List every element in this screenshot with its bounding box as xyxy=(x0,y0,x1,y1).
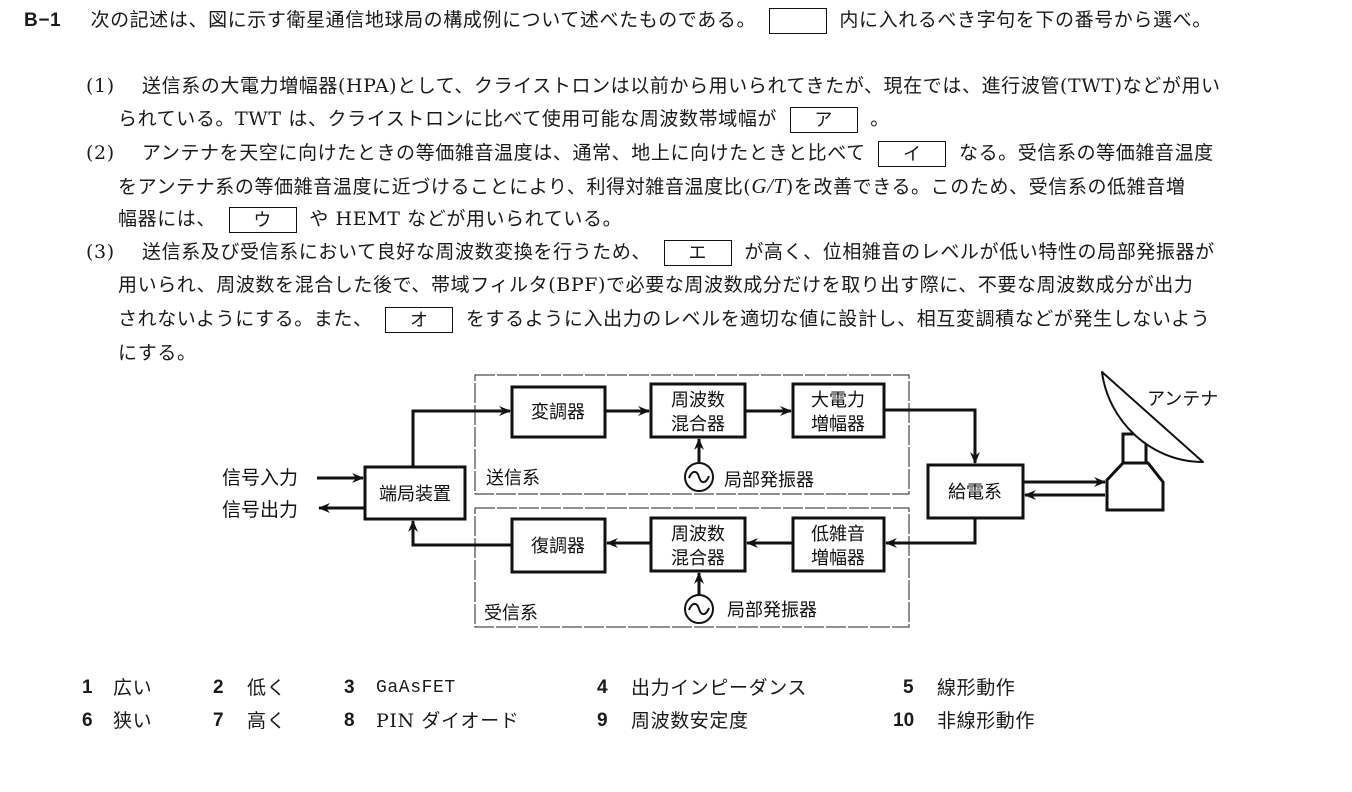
item-2-line-2: をアンテナ系の等価雑音温度に近づけることにより、利得対雑音温度比(G/T)を改善… xyxy=(118,174,1185,199)
g-over-t-formula: G/T xyxy=(751,174,786,198)
hpa-label-2: 増幅器 xyxy=(811,414,865,435)
hpa-to-feed-arrow xyxy=(884,408,980,464)
demodulator-label: 復調器 xyxy=(531,536,585,557)
choice-number: 10 xyxy=(893,710,915,731)
item-text: 送信系の大電力増幅器(HPA)として、クライストロンは以前から用いられてきたが、… xyxy=(142,75,1221,97)
choice-number: 1 xyxy=(82,677,93,698)
item-text: や HEMT などが用いられている。 xyxy=(309,208,623,230)
item-number: (3) xyxy=(86,241,115,263)
signal-output-label: 信号出力 xyxy=(222,499,298,521)
item-text: をアンテナ系の等価雑音温度に近づけることにより、利得対雑音温度比( xyxy=(118,176,752,198)
rx-mixer-label-2: 混合器 xyxy=(671,548,725,569)
lna-label-1: 低雑音 xyxy=(811,524,865,545)
item-1-line-2: られている。TWT は、クライストロンに比べて使用可能な周波数帯域幅が ア 。 xyxy=(118,107,890,133)
item-text: )を改善できる。このため、受信系の低雑音増 xyxy=(785,176,1186,198)
rx-group-box xyxy=(474,507,910,628)
item-text: 送信系及び受信系において良好な周波数変換を行うため、 xyxy=(142,241,652,263)
item-text: されないようにする。また、 xyxy=(118,308,373,330)
feed-system-label: 給電系 xyxy=(948,482,1002,503)
rx-group-label: 受信系 xyxy=(484,603,538,624)
rx-mixer-label-1: 周波数 xyxy=(671,524,725,545)
item-number: (2) xyxy=(86,142,115,164)
item-text: 幅器には、 xyxy=(118,208,217,230)
item-text: られている。TWT は、クライストロンに比べて使用可能な周波数帯域幅が xyxy=(118,108,778,130)
antenna-mount-icon xyxy=(1105,461,1165,512)
blank-u[interactable]: ウ xyxy=(228,207,297,233)
question-stem-tail: 内に入れるべき字句を下の番号から選べ。 xyxy=(839,9,1212,31)
item-text: 用いられ、周波数を混合した後で、帯域フィルタ(BPF)で必要な周波数成分だけを取… xyxy=(118,274,1194,296)
item-1-line-1: (1) 送信系の大電力増幅器(HPA)として、クライストロンは以前から用いられて… xyxy=(86,74,1221,98)
choice-number: 5 xyxy=(903,677,914,698)
question-stem: 次の記述は、図に示す衛星通信地球局の構成例について述べたものである。 xyxy=(90,9,757,31)
choice-number: 3 xyxy=(344,677,355,698)
terminal-equipment-block xyxy=(363,465,467,521)
item-3-line-3: されないようにする。また、 オ をするように入出力のレベルを適切な値に設計し、相… xyxy=(118,307,1210,333)
item-text: が高く、位相雑音のレベルが低い特性の局部発振器が xyxy=(744,241,1215,263)
choice-number: 8 xyxy=(344,710,355,731)
antenna-label: アンテナ xyxy=(1147,389,1218,410)
blank-placeholder-box xyxy=(768,8,827,34)
choice-2[interactable]: 低く xyxy=(247,677,287,699)
item-3-line-1: (3) 送信系及び受信系において良好な周波数変換を行うため、 エ が高く、位相雑… xyxy=(86,240,1215,266)
choice-5[interactable]: 線形動作 xyxy=(937,677,1016,699)
blank-e[interactable]: エ xyxy=(663,240,732,266)
item-text: にする。 xyxy=(118,342,197,364)
hpa-label-1: 大電力 xyxy=(811,390,865,411)
item-2-line-3: 幅器には、 ウ や HEMT などが用いられている。 xyxy=(118,207,622,233)
item-text: をするように入出力のレベルを適切な値に設計し、相互変調積などが発生しないよう xyxy=(465,308,1211,330)
terminal-equipment-label: 端局装置 xyxy=(379,484,451,505)
rx-mixer-block xyxy=(649,516,747,573)
tx-mixer-label-1: 周波数 xyxy=(671,390,725,411)
choice-number: 7 xyxy=(213,710,224,731)
item-3-line-2: 用いられ、周波数を混合した後で、帯域フィルタ(BPF)で必要な周波数成分だけを取… xyxy=(118,273,1193,297)
choice-4[interactable]: 出力インピーダンス xyxy=(631,677,808,699)
item-number: (1) xyxy=(86,75,115,97)
choice-7[interactable]: 高く xyxy=(247,710,287,732)
lna-label-2: 増幅器 xyxy=(811,548,865,569)
choice-8[interactable]: PIN ダイオード xyxy=(376,710,520,732)
choice-number: 6 xyxy=(82,710,93,731)
tx-mixer-label-2: 混合器 xyxy=(671,414,725,435)
signal-input-label: 信号入力 xyxy=(222,467,298,489)
item-text: アンテナを天空に向けたときの等価雑音温度は、通常、地上に向けたときと比べて xyxy=(142,142,866,164)
modulator-label: 変調器 xyxy=(531,402,585,423)
item-2-line-1: (2) アンテナを天空に向けたときの等価雑音温度は、通常、地上に向けたときと比べ… xyxy=(86,141,1214,167)
rx-local-oscillator-label: 局部発振器 xyxy=(727,600,817,621)
tx-group-label: 送信系 xyxy=(486,468,540,489)
terminal-to-modulator-arrow xyxy=(411,406,511,467)
demodulator-to-terminal-arrow xyxy=(408,520,512,547)
feed-system-block xyxy=(926,463,1025,520)
item-3-line-4: にする。 xyxy=(118,341,197,365)
demodulator-block xyxy=(510,517,607,574)
choice-number: 4 xyxy=(597,677,608,698)
sine-wave-icon xyxy=(688,602,710,616)
question-number: B−1 xyxy=(24,10,62,31)
choice-number: 2 xyxy=(213,677,224,698)
blank-a[interactable]: ア xyxy=(789,107,858,133)
sine-wave-icon xyxy=(688,470,710,484)
blank-o[interactable]: オ xyxy=(385,307,454,333)
tx-mixer-block xyxy=(649,382,747,439)
hpa-block xyxy=(791,382,886,439)
choice-number: 9 xyxy=(597,710,608,731)
choice-3[interactable]: GaAsFET xyxy=(376,678,456,698)
antenna-dish-icon xyxy=(1101,371,1204,463)
choice-1[interactable]: 広い xyxy=(113,677,153,699)
choice-10[interactable]: 非線形動作 xyxy=(937,710,1036,732)
question-header: B−1 次の記述は、図に示す衛星通信地球局の構成例について述べたものである。 内… xyxy=(24,8,1212,34)
feed-to-lna-arrow xyxy=(885,518,977,548)
item-text: なる。受信系の等価雑音温度 xyxy=(958,142,1214,164)
tx-group-box xyxy=(474,374,910,495)
item-text: 。 xyxy=(870,108,890,130)
tx-local-oscillator-label: 局部発振器 xyxy=(724,470,814,491)
choice-9[interactable]: 周波数安定度 xyxy=(631,710,749,732)
blank-i[interactable]: イ xyxy=(878,141,947,167)
choice-6[interactable]: 狭い xyxy=(113,710,153,732)
